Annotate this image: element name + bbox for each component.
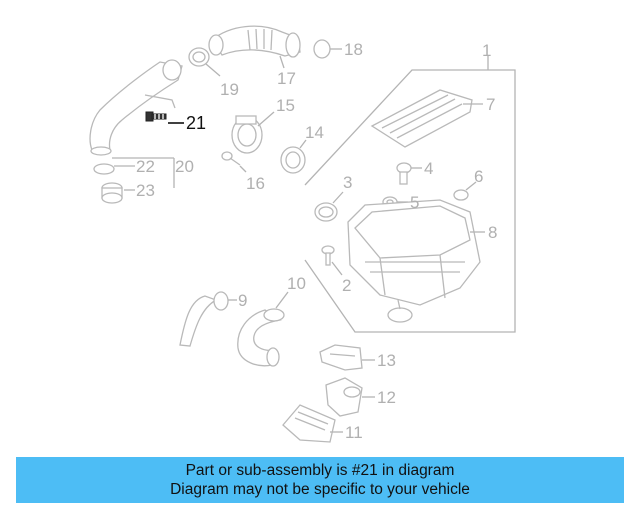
air-filter-element [370,89,483,148]
callout-18: 18 [344,40,363,59]
connector-part-23 [101,182,135,204]
parts-diagram: 1 2 3 4 5 6 7 8 9 10 11 12 13 14 15 16 1… [89,25,516,443]
info-banner: Part or sub-assembly is #21 in diagram D… [16,457,624,503]
callout-1: 1 [482,41,491,60]
callout-22: 22 [136,157,155,176]
callout-17: 17 [277,69,296,88]
seal-ring-part [314,191,344,222]
intake-elbow-10 [237,291,289,367]
banner-line-1: Part or sub-assembly is #21 in diagram [185,462,455,479]
callout-8: 8 [488,223,497,242]
callout-11: 11 [345,423,363,442]
screw-part-2 [321,245,343,276]
clip-part [396,162,422,185]
callout-10: 10 [287,274,306,293]
air-cleaner-housing [347,199,485,323]
callout-21-highlighted: 21 [186,113,206,133]
callout-20: 20 [175,157,194,176]
intake-hose-part [208,25,301,69]
callout-4: 4 [424,159,433,178]
callout-3: 3 [343,173,352,192]
cover-part-13 [319,344,375,371]
callout-9: 9 [238,291,247,310]
inlet-grille-11 [282,404,343,443]
callout-numbers: 1 2 3 4 5 6 7 8 9 10 11 12 13 14 15 16 1… [136,40,497,442]
callout-13: 13 [377,351,396,370]
callout-7: 7 [486,95,495,114]
duct-part-12 [325,377,375,417]
callout-12: 12 [377,388,396,407]
callout-5: 5 [410,193,419,212]
callout-6: 6 [474,167,483,186]
grommet-part-6 [453,181,477,201]
intake-duct-20 [89,59,183,188]
callout-16: 16 [246,174,265,193]
resonator-part-14 [280,139,307,174]
breather-hose-9 [179,291,237,347]
callout-19: 19 [220,80,239,99]
bolt-part-16 [221,151,247,173]
callout-14: 14 [305,123,324,142]
hose-clamp-19 [188,47,221,77]
callout-2: 2 [342,276,351,295]
callout-15: 15 [276,96,295,115]
banner-line-2: Diagram may not be specific to your vehi… [170,481,470,498]
hose-clamp-18 [313,39,342,59]
air-flow-sensor-15 [231,111,275,154]
callout-23: 23 [136,181,155,200]
clamp-part-22 [93,163,135,175]
assembly-bracket [304,55,516,333]
bolt-part-21 [145,111,184,124]
